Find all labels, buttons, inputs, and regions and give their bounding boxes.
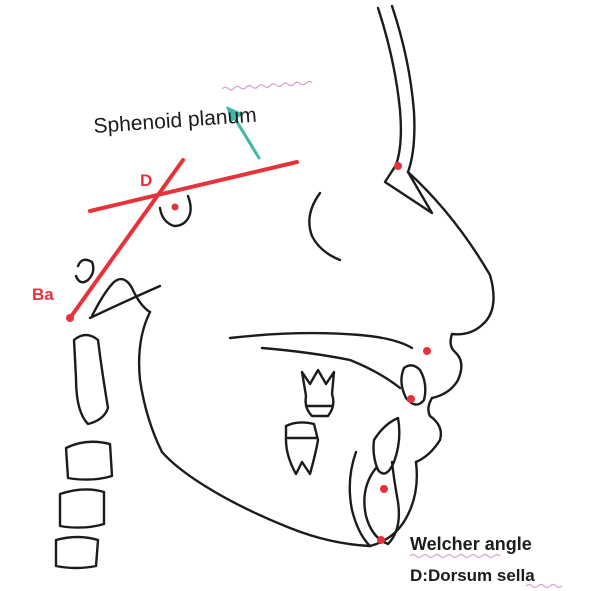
landmark-dot-icon bbox=[407, 395, 415, 403]
landmark-dot-icon bbox=[423, 347, 431, 355]
articulare-curve bbox=[74, 258, 95, 284]
landmark-dot-icon bbox=[377, 536, 385, 544]
frontal-bone-outline bbox=[376, 6, 403, 167]
basion-point-label: Ba bbox=[32, 285, 54, 304]
upper-lip bbox=[430, 332, 463, 400]
nose-profile bbox=[406, 170, 495, 336]
lower-incisor bbox=[372, 416, 401, 475]
landmark-dot-icon bbox=[66, 314, 74, 322]
landmark-dot-icon bbox=[394, 162, 402, 170]
spell-underline bbox=[409, 553, 501, 559]
landmark-dot-icon bbox=[171, 203, 179, 211]
spell-underline bbox=[525, 583, 563, 589]
dorsum-sella-legend: D:Dorsum sella bbox=[410, 566, 535, 585]
sphenoid-plane-line bbox=[88, 160, 299, 213]
vertebra-c5 bbox=[54, 535, 100, 570]
vertebra-c4 bbox=[58, 488, 106, 529]
frontal-bone-outline-inner bbox=[390, 4, 416, 174]
lower-molar bbox=[284, 421, 320, 476]
sella-turcica bbox=[158, 194, 192, 228]
mandible-lower-border bbox=[160, 450, 372, 548]
welcher-word: Welcher bbox=[410, 534, 480, 554]
sphenoid-planum-label: Sphenoid planum bbox=[93, 104, 258, 138]
dorsum-basion-line bbox=[68, 158, 185, 320]
palatal-plane bbox=[228, 331, 414, 350]
nasal-bone bbox=[383, 163, 434, 215]
welcher-angle-label: Welcher angle bbox=[410, 534, 532, 554]
dorsum-point-label: D bbox=[140, 171, 152, 190]
skull-base-curve bbox=[88, 284, 162, 320]
symphysis-inner bbox=[363, 460, 401, 546]
vertebra-c2 bbox=[72, 333, 110, 426]
condyle-outline bbox=[90, 277, 152, 318]
ramus-posterior bbox=[137, 310, 164, 454]
vertebra-c3 bbox=[64, 440, 114, 481]
spell-underline bbox=[221, 80, 313, 91]
orbit-outline bbox=[308, 191, 342, 262]
symphysis-front bbox=[348, 450, 372, 548]
angle-word: angle bbox=[480, 534, 532, 554]
upper-incisor bbox=[400, 364, 427, 406]
lower-lip bbox=[414, 396, 443, 464]
landmark-dot-icon bbox=[380, 485, 388, 493]
upper-molar bbox=[300, 368, 336, 418]
arrow-up-right-icon bbox=[226, 106, 244, 122]
palate-underside bbox=[260, 346, 402, 390]
pointer-arrow-shaft bbox=[232, 115, 261, 160]
